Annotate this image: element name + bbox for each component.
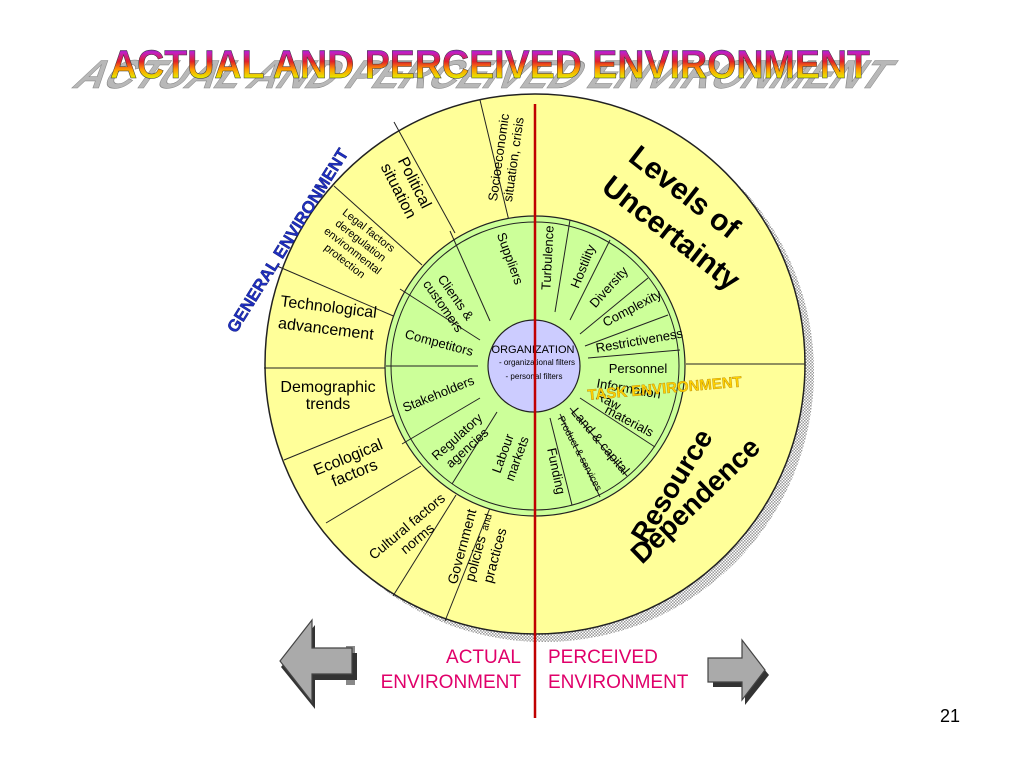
- svg-text:ENVIRONMENT: ENVIRONMENT: [381, 672, 522, 693]
- personnel-label: Personnel: [609, 361, 668, 376]
- organization-filter-1: - organizational filters: [499, 358, 575, 367]
- outer-ring-dividers: [264, 99, 805, 622]
- svg-text:trends: trends: [306, 396, 350, 413]
- title-text: ACTUAL AND PERCEIVED ENVIRONMENT: [110, 43, 870, 87]
- slide-title: ACTUAL AND PERCEIVED ENVIRONMENT ACTUAL …: [64, 43, 905, 98]
- right-arrow-icon: [707, 638, 769, 705]
- perceived-environment-label: PERCEIVED ENVIRONMENT: [548, 647, 689, 693]
- svg-text:Demographic: Demographic: [280, 379, 375, 396]
- svg-text:ENVIRONMENT: ENVIRONMENT: [548, 672, 689, 693]
- title-shadow: ACTUAL AND PERCEIVED ENVIRONMENT: [65, 53, 905, 97]
- page-number: 21: [939, 706, 960, 726]
- socioeconomic-label: Socioeconomic situation, crisis: [485, 112, 527, 203]
- actual-environment-label: ACTUAL ENVIRONMENT: [381, 647, 522, 693]
- inner-ring-dividers: [386, 219, 681, 506]
- svg-text:PERCEIVED: PERCEIVED: [548, 647, 658, 668]
- left-arrow-icon: [279, 618, 357, 709]
- turbulence-label: Turbulence: [538, 225, 556, 290]
- organization-title: ORGANIZATION: [492, 344, 575, 356]
- svg-text:ACTUAL: ACTUAL: [446, 647, 521, 668]
- svg-text:and: and: [480, 513, 495, 532]
- demographic-label: Demographic trends: [280, 379, 375, 413]
